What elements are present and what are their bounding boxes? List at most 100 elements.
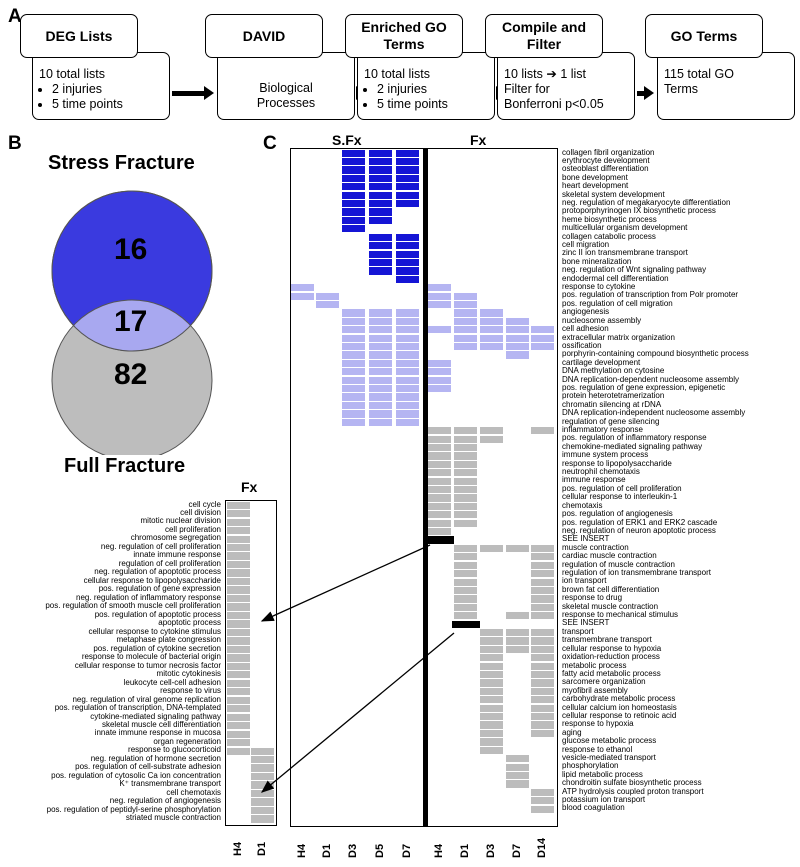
- insert-cell: [227, 594, 250, 603]
- go-term-label: carbohydrate metabolic process: [562, 694, 676, 704]
- insert-go-term-label: response to molecule of bacterial origin: [81, 652, 221, 662]
- go-term-label: DNA replication-independent nucleosome a…: [562, 408, 746, 418]
- heatmap-cell: [480, 645, 503, 653]
- heatmap-cell: [531, 637, 554, 645]
- heatmap-cell: [342, 368, 365, 376]
- heatmap-cell: [480, 637, 503, 645]
- heatmap-cell: [369, 149, 392, 157]
- workflow-step-5-title: GO Terms: [645, 14, 763, 58]
- go-term-label: cell migration: [562, 240, 610, 249]
- heatmap-cell: [342, 376, 365, 384]
- insert-cell: [227, 713, 250, 721]
- go-term-label: potassium ion transport: [562, 795, 646, 805]
- workflow-step-line: Terms: [664, 82, 699, 96]
- heatmap-cell: [396, 343, 419, 351]
- insert-go-term-label: innate immune response in mucosa: [94, 728, 221, 738]
- heatmap-cell: [369, 258, 392, 267]
- workflow-step-line: Biological: [259, 81, 313, 95]
- venn-title-stress-fracture: Stress Fracture: [48, 152, 195, 174]
- heatmap-cell: [396, 183, 419, 191]
- heatmap-cell: [396, 250, 419, 258]
- heatmap-column-label: D7: [511, 843, 523, 858]
- go-term-label: porphyrin-containing compound biosynthet…: [562, 349, 749, 359]
- heatmap-cell: [369, 267, 392, 275]
- go-term-label: immune response: [562, 475, 626, 485]
- heatmap-cell: [506, 334, 529, 342]
- insert-cell: [227, 628, 250, 637]
- heatmap-cell: [531, 721, 554, 729]
- heatmap-cell: [480, 687, 503, 696]
- insert-go-term-label: regulation of cell proliferation: [118, 558, 221, 568]
- venn-count-full-only: 82: [114, 358, 148, 391]
- heatmap-cell: [531, 612, 554, 620]
- heatmap-cell: [342, 200, 365, 208]
- heatmap-cell: [531, 578, 554, 586]
- heatmap-cell: [342, 359, 365, 368]
- go-term-label: aging: [562, 727, 582, 737]
- heatmap-cell: [506, 317, 529, 325]
- heatmap-cell: [428, 359, 451, 368]
- go-term-label: bone development: [562, 172, 628, 182]
- heatmap-cell: [480, 662, 503, 670]
- heatmap-column-label: D7: [401, 843, 413, 858]
- heatmap-cell: [396, 200, 419, 208]
- go-term-label: pos. regulation of cell migration: [562, 298, 673, 308]
- heatmap-cell: [480, 721, 503, 729]
- go-term-label: blood coagulation: [562, 803, 625, 813]
- insert-go-term-label: striated muscle contraction: [125, 813, 221, 823]
- heatmap-cell: [480, 746, 503, 754]
- heatmap-cell: [428, 300, 451, 309]
- heatmap-cell: [531, 788, 554, 796]
- heatmap-cell: [369, 191, 392, 199]
- heatmap-cell: [396, 158, 419, 166]
- panel-label-a: A: [8, 6, 22, 27]
- heatmap-cell: [396, 418, 419, 426]
- go-term-label: fatty acid metabolic process: [562, 668, 661, 678]
- go-term-label: skeletal system development: [562, 189, 665, 199]
- venn-count-stress-only: 16: [114, 233, 148, 266]
- insert-cell: [227, 620, 250, 628]
- insert-cell: [227, 527, 250, 535]
- go-term-label: bone mineralization: [562, 256, 632, 266]
- heatmap-cell: [454, 486, 477, 494]
- insert-cell: [227, 739, 250, 747]
- insert-go-term-label: neg. regulation of hormone secretion: [90, 753, 221, 763]
- heatmap-cell: [342, 183, 365, 191]
- go-term-label: heart development: [562, 181, 629, 191]
- go-term-label: muscle contraction: [562, 542, 629, 552]
- heatmap-cell: [506, 763, 529, 771]
- heatmap-cell: [396, 258, 419, 267]
- go-term-label: ossification: [562, 340, 602, 350]
- insert-cell: [227, 560, 250, 569]
- workflow-step-line: 10 total lists: [364, 67, 431, 81]
- heatmap-cell: [480, 704, 503, 712]
- heatmap-cell: [454, 578, 477, 586]
- venn-circles: [51, 190, 213, 455]
- heatmap-cell: [506, 771, 529, 780]
- insert-go-term-label: neg. regulation of inflammatory response: [76, 592, 221, 602]
- heatmap-cell: [396, 326, 419, 334]
- heatmap-cell: [428, 385, 451, 393]
- heatmap-cell: [454, 343, 477, 351]
- heatmap-cell: [454, 603, 477, 611]
- go-term-label: pos. regulation of inflammatory response: [562, 433, 707, 443]
- insert-go-term-label: neg. regulation of angiogenesis: [109, 796, 221, 806]
- go-term-label: neg. regulation of megakaryocyte differe…: [562, 197, 731, 207]
- heatmap-cell: [369, 326, 392, 334]
- go-term-label: cell adhesion: [562, 324, 609, 334]
- heatmap-cell: [396, 317, 419, 325]
- insert-go-term-label: cellular response to cytokine stimulus: [88, 626, 221, 636]
- go-term-label: pos. regulation of cell proliferation: [562, 483, 682, 493]
- heatmap-cell: [506, 637, 529, 645]
- heatmap-cell: [506, 544, 529, 553]
- insert-cell: [227, 705, 250, 713]
- workflow-step-2-title: DAVID: [205, 14, 323, 58]
- heatmap-cell: [291, 284, 314, 292]
- insert-cell: [227, 688, 250, 696]
- heatmap-cell: [369, 166, 392, 174]
- heatmap-cell: [428, 326, 451, 334]
- heatmap-cell: [396, 368, 419, 376]
- insert-go-term-label: pos. regulation of apoptotic process: [94, 609, 221, 619]
- heatmap-cell: [506, 612, 529, 620]
- heatmap-cell: [369, 200, 392, 208]
